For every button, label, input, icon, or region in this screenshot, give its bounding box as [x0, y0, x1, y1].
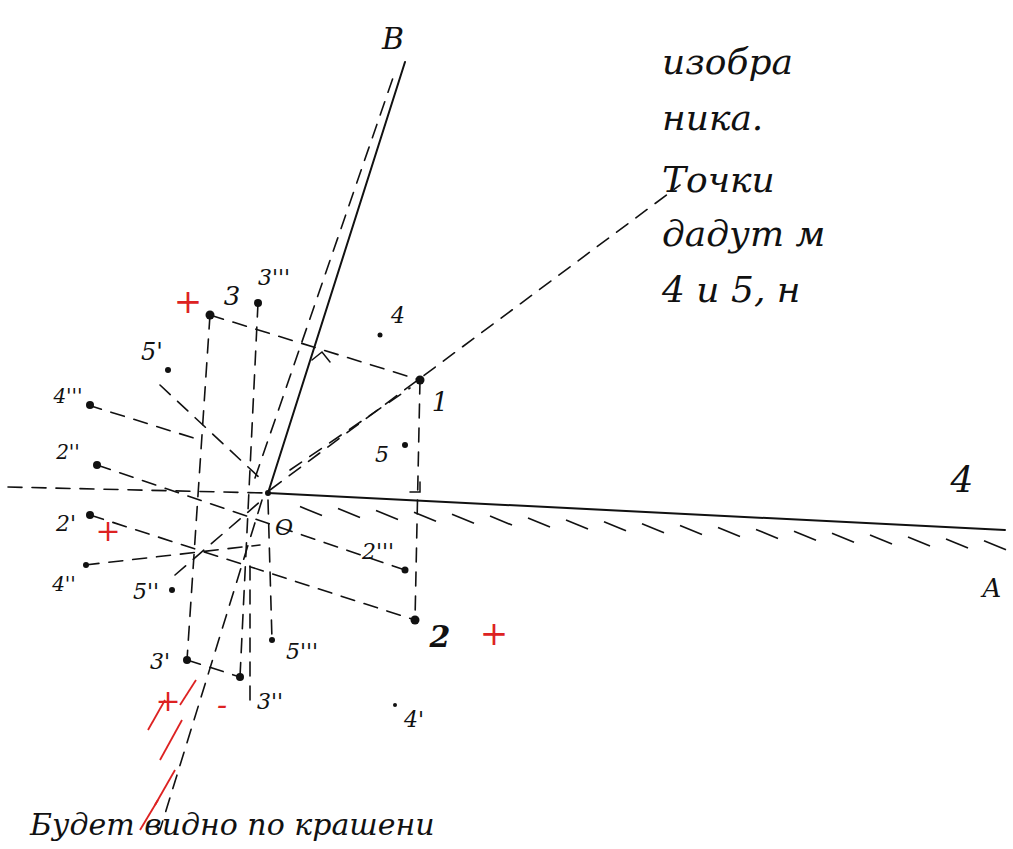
point-label: B	[382, 22, 404, 55]
point-label: 5'	[141, 339, 163, 365]
note-text: 4 и 5, н	[662, 270, 800, 310]
point-label: 2'	[56, 512, 76, 536]
point-label: 3''	[257, 690, 283, 714]
point-label: 3'''	[258, 266, 290, 290]
sign-mark: -	[217, 688, 227, 721]
point-label: 4''	[52, 573, 76, 595]
note-text: изобра	[662, 42, 793, 82]
point-label: 2''	[56, 441, 80, 463]
sign-mark: +	[155, 684, 180, 717]
note-text: Точки	[662, 160, 775, 200]
point-label: 4	[951, 460, 974, 500]
point-label: 2'''	[362, 540, 394, 564]
sign-mark: +	[95, 514, 120, 547]
point-label: 4'''	[53, 385, 82, 407]
point-label: 2	[430, 620, 451, 653]
sign-mark: +	[174, 283, 203, 320]
point-label: 1	[432, 388, 449, 417]
point-label: 3'	[150, 650, 170, 674]
point-label: 4	[391, 304, 405, 328]
point-label: O	[275, 516, 293, 540]
note-text: дадут м	[662, 214, 825, 254]
point-label: A	[983, 574, 1002, 603]
point-label: 3	[224, 282, 241, 311]
sign-mark: +	[480, 615, 509, 652]
point-label: 5'''	[286, 640, 318, 664]
note-text: Будет видно по крашени	[30, 808, 435, 841]
note-text: ника.	[662, 98, 763, 138]
point-label: 5	[375, 443, 389, 467]
point-label: 5''	[133, 580, 159, 604]
point-label: 4'	[404, 708, 424, 732]
